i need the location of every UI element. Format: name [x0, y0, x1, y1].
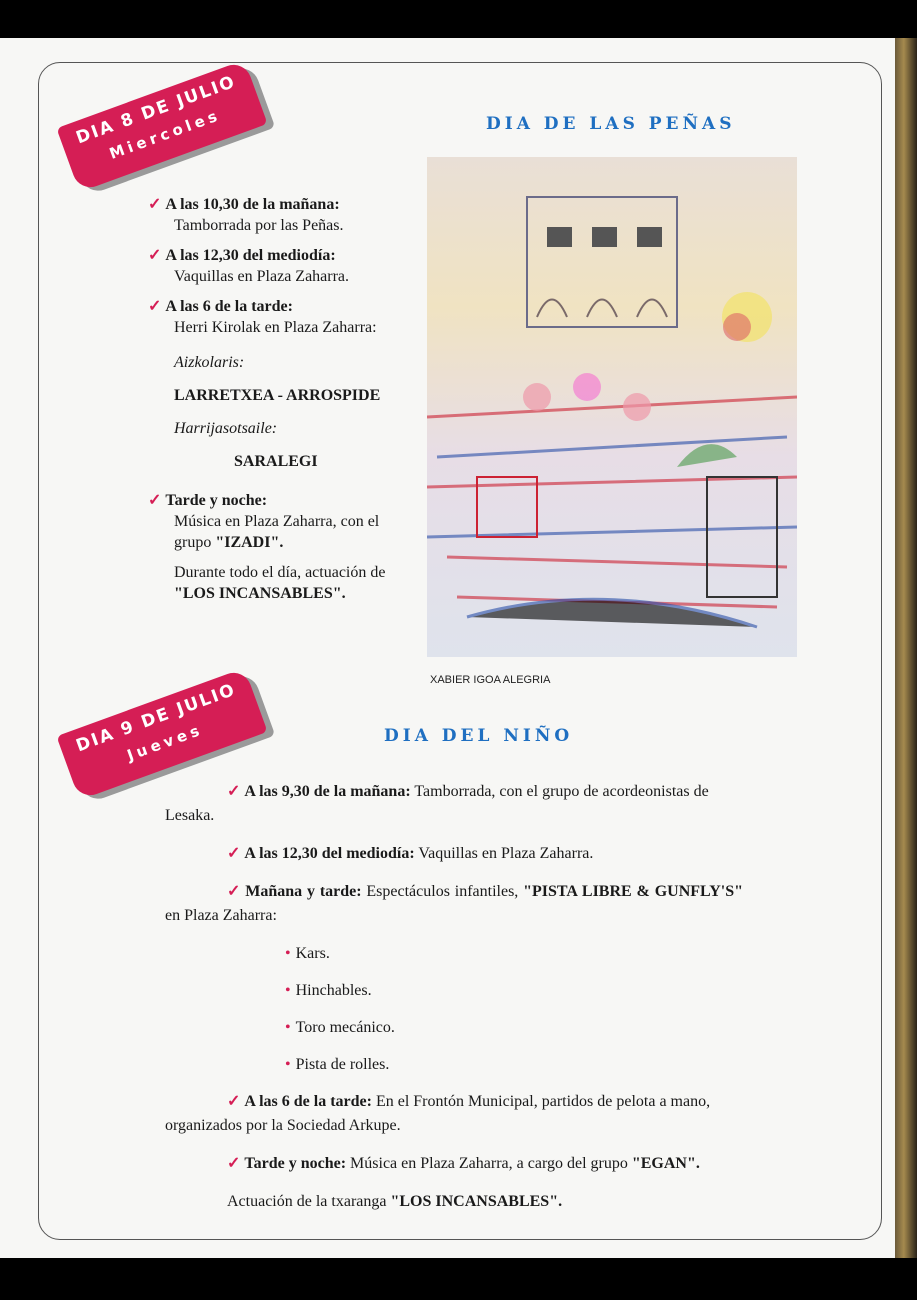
event: Música en Plaza Zaharra, a cargo del gru…	[346, 1155, 632, 1172]
bullet-text: Pista de rolles.	[295, 1056, 390, 1073]
list-item: •Pista de rolles.	[285, 1056, 390, 1073]
page-frame	[38, 62, 882, 1240]
event: Espectáculos infantiles,	[361, 883, 524, 900]
check-icon: ✓	[148, 196, 162, 213]
event: Vaquillas en Plaza Zaharra.	[174, 268, 350, 285]
event: Música en Plaza Zaharra, con el grupo	[174, 513, 380, 551]
event: Herri Kirolak en Plaza Zaharra:	[174, 319, 377, 336]
check-icon: ✓	[227, 1155, 241, 1172]
group: "EGAN".	[631, 1155, 700, 1172]
check-icon: ✓	[227, 883, 242, 900]
time: A las 12,30 del mediodía:	[165, 247, 336, 264]
harri-label: Harrijasotsaile:	[174, 420, 278, 437]
event: En el Frontón Municipal, partidos de pel…	[165, 1093, 711, 1134]
event: en Plaza Zaharra:	[165, 907, 277, 924]
group: "LOS INCANSABLES".	[174, 585, 346, 602]
illustration-caption: XABIER IGOA ALEGRIA	[430, 674, 551, 686]
event: Actuación de la txaranga	[227, 1193, 391, 1210]
page-spine	[895, 38, 917, 1258]
event: Durante todo el día, actuación de	[174, 564, 386, 581]
day1-title: DIA DE LAS PEÑAS	[486, 114, 736, 134]
document-page: DIA 8 DE JULIO Miercoles DIA DE LAS PEÑA…	[0, 38, 895, 1258]
event: Tamborrada, con el grupo de acordeonista…	[165, 783, 709, 824]
day2-title: DIA DEL NIÑO	[384, 726, 574, 746]
time: Tarde y noche:	[244, 1155, 347, 1172]
illustration-sketch	[427, 157, 797, 657]
group: "IZADI".	[215, 534, 284, 551]
time: A las 12,30 del mediodía:	[244, 845, 415, 862]
check-icon: ✓	[227, 845, 241, 862]
check-icon: ✓	[148, 247, 162, 264]
bullet-text: Hinchables.	[295, 982, 372, 999]
check-icon: ✓	[148, 298, 162, 315]
bullet-text: Kars.	[295, 945, 330, 962]
time: A las 10,30 de la mañana:	[165, 196, 340, 213]
day1-program: ✓A las 10,30 de la mañana:Tamborrada por…	[148, 194, 420, 604]
harri-name: SARALEGI	[234, 453, 318, 470]
event: Vaquillas en Plaza Zaharra.	[414, 845, 594, 862]
time: Mañana y tarde:	[245, 883, 362, 900]
time: A las 6 de la tarde:	[165, 298, 293, 315]
check-icon: ✓	[227, 1093, 241, 1110]
group: "LOS INCANSABLES".	[390, 1193, 563, 1210]
check-icon: ✓	[227, 783, 241, 800]
event: Tamborrada por las Peñas.	[174, 217, 344, 234]
day2-program: ✓A las 9,30 de la mañana: Tamborrada, co…	[165, 780, 743, 1228]
time: A las 9,30 de la mañana:	[244, 783, 411, 800]
time: Tarde y noche:	[165, 492, 268, 509]
group: "PISTA LIBRE & GUNFLY'S"	[523, 883, 744, 900]
aizkolaris-label: Aizkolaris:	[174, 354, 245, 371]
list-item: •Kars.	[285, 945, 330, 962]
list-item: •Toro mecánico.	[285, 1019, 395, 1036]
time: A las 6 de la tarde:	[244, 1093, 372, 1110]
bullet-text: Toro mecánico.	[295, 1019, 395, 1036]
aizkolaris-names: LARRETXEA - ARROSPIDE	[174, 387, 381, 404]
list-item: •Hinchables.	[285, 982, 372, 999]
check-icon: ✓	[148, 492, 162, 509]
sketch-drawing	[427, 196, 797, 629]
